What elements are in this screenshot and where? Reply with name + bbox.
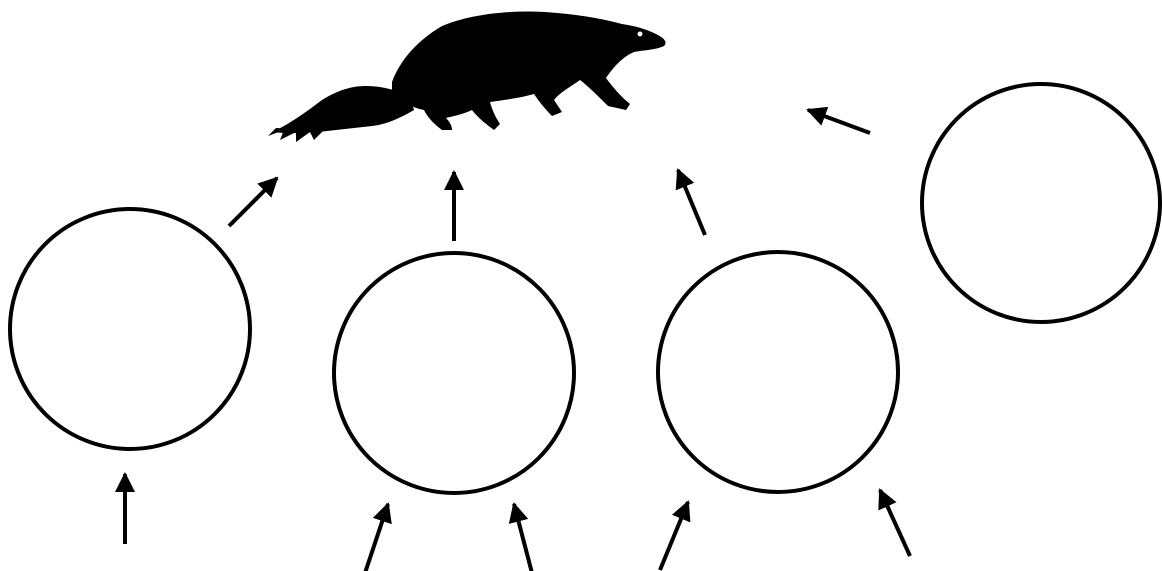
weasel-tail	[272, 86, 414, 134]
arrow-circle4-to-weasel	[806, 106, 871, 135]
arrow-into-circle3-right	[878, 488, 912, 557]
node-circle-1	[8, 207, 252, 451]
node-circle-3	[656, 250, 900, 494]
arrow-into-circle2-left	[363, 502, 392, 571]
arrow-circle3-to-weasel	[675, 168, 707, 236]
weasel-silhouette	[268, 10, 666, 142]
weasel-body	[392, 11, 666, 130]
weasel-eye	[637, 31, 643, 37]
weasel-tail-fur	[268, 128, 324, 142]
weasel-ear	[622, 10, 630, 20]
arrow-into-circle3-left	[658, 500, 691, 571]
node-circle-2	[332, 251, 576, 495]
arrow-into-circle2-right	[508, 502, 534, 571]
arrow-circle1-to-weasel	[227, 176, 279, 228]
node-circle-4	[920, 82, 1162, 324]
